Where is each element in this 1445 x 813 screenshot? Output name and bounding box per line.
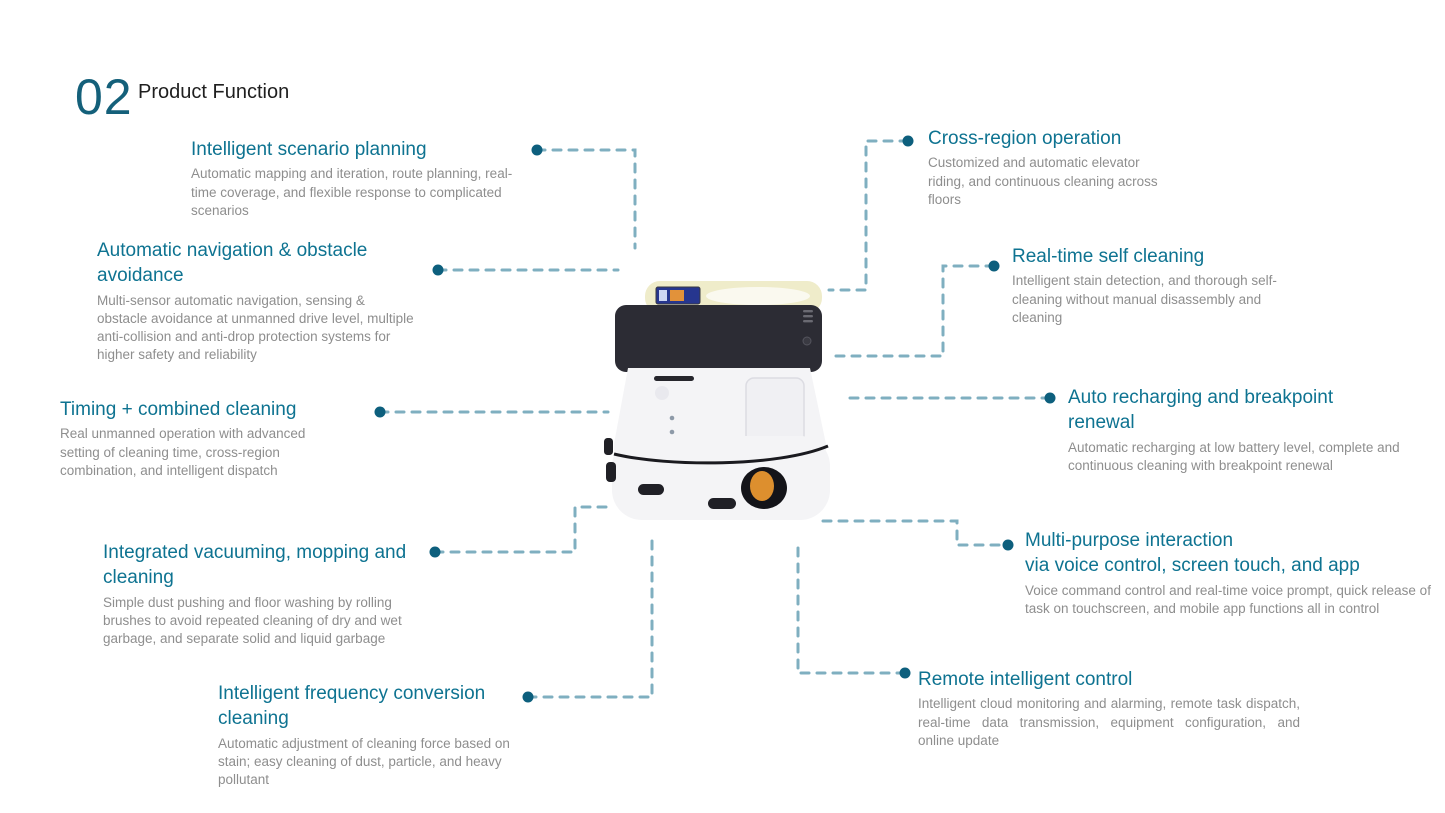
feature-description: Simple dust pushing and floor washing by… [103, 594, 402, 647]
connector-auto-navigation [432, 264, 620, 276]
feature-description: Real unmanned operation with advanced se… [60, 426, 306, 478]
feature-integrated-vacuuming: Integrated vacuuming, mopping and cleani… [103, 540, 408, 648]
feature-title: Real-time self cleaning [1012, 246, 1205, 267]
feature-real-time-self-cleaning: Real-time self cleaning Intelligent stai… [1012, 244, 1295, 327]
feature-description: Intelligent stain detection, and thoroug… [1012, 273, 1277, 325]
connector-auto-recharging [843, 392, 1056, 404]
connector-self-cleaning [828, 260, 1000, 358]
feature-timing-combined-cleaning: Timing + combined cleaning Real unmanned… [60, 397, 345, 480]
connector-frequency-conversion [522, 538, 654, 703]
section-title: Product Function [138, 81, 290, 103]
feature-title: Automatic navigation & obstacle avoidanc… [97, 240, 368, 287]
feature-description: Customized and automatic elevator riding… [928, 155, 1158, 207]
feature-auto-recharging: Auto recharging and breakpoint renewal A… [1068, 385, 1420, 475]
feature-title: Intelligent scenario planning [191, 139, 427, 160]
feature-title: Timing + combined cleaning [60, 399, 297, 420]
feature-title: Integrated vacuuming, mopping and cleani… [103, 542, 407, 589]
section-number: 02 [75, 69, 133, 125]
feature-title: Cross-region operation [928, 128, 1122, 149]
feature-title: Multi-purpose interaction via voice contr… [1025, 528, 1440, 579]
connector-scenario-planning [531, 144, 637, 250]
feature-automatic-navigation: Automatic navigation & obstacle avoidanc… [97, 238, 417, 364]
feature-description: Multi-sensor automatic navigation, sensi… [97, 292, 414, 363]
feature-multi-purpose-interaction: Multi-purpose interaction via voice contr… [1025, 528, 1440, 618]
connector-cross-region [827, 135, 914, 292]
feature-title: Remote intelligent control [918, 669, 1133, 690]
feature-description: Automatic recharging at low battery leve… [1068, 439, 1400, 473]
feature-description: Automatic adjustment of cleaning force b… [218, 735, 510, 788]
feature-frequency-conversion-cleaning: Intelligent frequency conversion cleanin… [218, 681, 520, 789]
connector-multi-purpose [821, 519, 1014, 551]
feature-cross-region-operation: Cross-region operation Customized and au… [928, 126, 1171, 209]
connector-remote-control [796, 546, 911, 679]
feature-description: Intelligent cloud monitoring and alarmin… [918, 696, 1300, 748]
feature-description: Voice command control and real-time voic… [1025, 582, 1431, 616]
feature-title: Intelligent frequency conversion cleanin… [218, 683, 486, 730]
feature-title-line1: Multi-purpose interaction [1025, 530, 1234, 551]
connector-integrated-vacuuming [429, 505, 615, 558]
robot-image [604, 281, 830, 520]
feature-intelligent-scenario-planning: Intelligent scenario planning Automatic … [191, 137, 526, 220]
feature-title: Auto recharging and breakpoint renewal [1068, 387, 1334, 434]
feature-title-line2: via voice control, screen touch, and app [1025, 555, 1360, 577]
feature-description: Automatic mapping and iteration, route p… [191, 166, 513, 218]
feature-remote-intelligent-control: Remote intelligent control Intelligent c… [918, 667, 1300, 750]
connector-timing-cleaning [374, 406, 610, 418]
